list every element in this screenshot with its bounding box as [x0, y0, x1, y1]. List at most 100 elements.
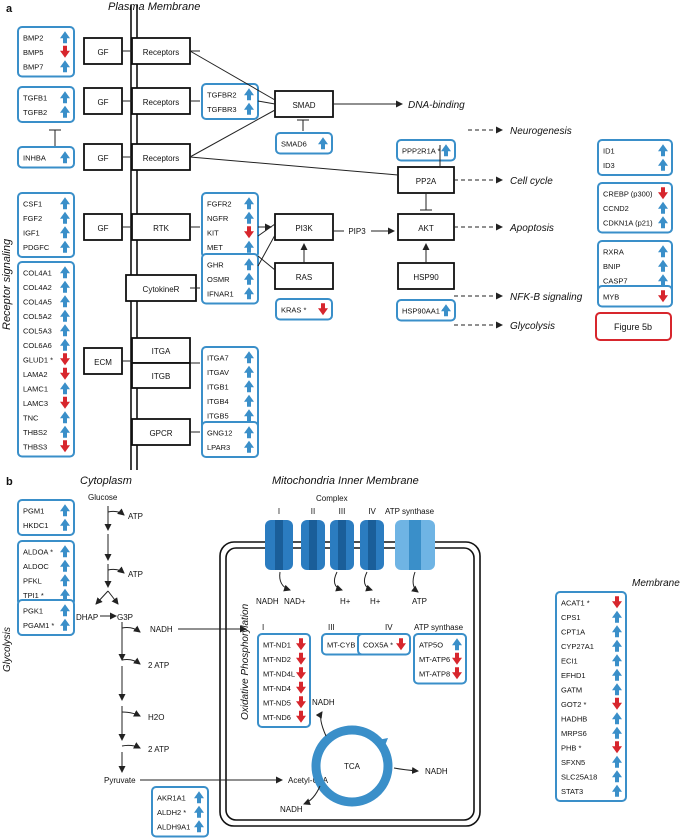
up-arrow-icon [612, 610, 622, 623]
smad-box: SMAD [274, 90, 334, 118]
up-arrow-icon [612, 784, 622, 797]
up-arrow-icon [244, 258, 254, 271]
gene-entry: INHBA [23, 151, 70, 164]
gene-name: GLUD1 * [23, 355, 53, 364]
down-arrow-icon [612, 741, 622, 754]
membrane-title: Membrane [632, 578, 680, 589]
complex-numeral-2: II [311, 507, 315, 516]
gene-entry: GOT2 * [561, 697, 622, 710]
ras-box: RAS [274, 262, 334, 290]
pp2a-box: PP2A [397, 166, 455, 194]
svg-text:ITGA: ITGA [152, 347, 171, 356]
up-arrow-icon [60, 382, 70, 395]
gene-name: BMP5 [23, 48, 43, 57]
atp-label-1: ATP [128, 512, 143, 521]
group-label-iii: III [328, 623, 335, 632]
gene-entry: MT-ND2 [263, 652, 306, 665]
up-arrow-icon [612, 668, 622, 681]
up-arrow-icon [244, 272, 254, 285]
panel-b-label: b [6, 476, 13, 488]
up-arrow-icon [60, 151, 70, 164]
gene-name: FGFR2 [207, 199, 232, 208]
up-arrow-icon [60, 411, 70, 424]
gene-entry: KIT [207, 226, 254, 239]
gene-name: CPS1 [561, 613, 581, 622]
gene-name: GNG12 [207, 428, 232, 437]
gene-name: LPAR3 [207, 443, 230, 452]
complex-numeral-4: IV [368, 507, 376, 516]
svg-text:ITGB: ITGB [152, 372, 171, 381]
gene-name: PGM1 [23, 506, 44, 515]
gene-name: CCND2 [603, 204, 629, 213]
up-arrow-icon [244, 287, 254, 300]
down-arrow-icon [296, 681, 306, 694]
gene-name: MT-ND6 [263, 713, 291, 722]
gene-name: CPT1A [561, 627, 585, 636]
nadh-tca-label-2: NADH [425, 767, 448, 776]
gene-entry: FGF2 [23, 211, 70, 224]
gene-name: PGAM1 * [23, 621, 54, 630]
gene-entry: TNC [23, 411, 70, 424]
svg-text:PP2A: PP2A [416, 177, 437, 186]
down-arrow-icon [318, 303, 328, 316]
gene-entry: MT-ATP8 [419, 667, 462, 680]
gene-name: ITGB4 [207, 397, 229, 406]
gene-name: PGK1 [23, 606, 43, 615]
up-arrow-icon [612, 712, 622, 725]
gene-entry: PFKL [23, 574, 70, 587]
down-arrow-icon [60, 353, 70, 366]
gene-entry: THBS3 [23, 440, 70, 453]
up-arrow-icon [194, 820, 204, 833]
up-arrow-icon [244, 440, 254, 453]
connectors-a [49, 50, 503, 433]
gene-name: ITGB5 [207, 411, 229, 420]
gene-name: COL5A3 [23, 326, 52, 335]
nadh-tca-label-3: NADH [280, 805, 303, 814]
gene-entry: AKR1A1 [157, 791, 204, 804]
gene-name: ID1 [603, 146, 615, 155]
up-arrow-icon [318, 137, 328, 150]
gene-entry: CPS1 [561, 610, 622, 623]
up-arrow-icon [60, 31, 70, 44]
gene-entry: MYB [603, 290, 668, 303]
akt-box: AKT [397, 213, 455, 241]
up-arrow-icon [60, 425, 70, 438]
gene-name: EFHD1 [561, 671, 586, 680]
gene-name: IFNAR1 [207, 289, 234, 298]
gene-entry: MT-ND4L [263, 667, 306, 680]
gene-entry: MT-ND1 [263, 638, 306, 651]
h-plus-label-2: H+ [370, 597, 381, 606]
gene-entry: COL4A1 [23, 266, 70, 279]
up-arrow-icon [658, 274, 668, 287]
gene-name: HADHB [561, 714, 587, 723]
svg-text:Receptors: Receptors [143, 98, 179, 107]
gene-name: TGFB1 [23, 93, 47, 102]
svg-text:Figure 5b: Figure 5b [614, 322, 652, 332]
gene-entry: OSMR [207, 272, 254, 285]
gpcr-box: GPCR [131, 418, 191, 446]
gene-name: PFKL [23, 576, 42, 585]
gene-entry: LAMC1 [23, 382, 70, 395]
complex-products [279, 571, 419, 593]
gf-box-2: GF [83, 87, 123, 115]
up-arrow-icon [60, 604, 70, 617]
tca-label: TCA [344, 762, 361, 771]
svg-text:AKT: AKT [418, 224, 434, 233]
up-arrow-icon [658, 245, 668, 258]
gene-name: MET [207, 243, 223, 252]
gene-entry: MT-ND5 [263, 696, 306, 709]
gene-entry: IGF1 [23, 226, 70, 239]
up-arrow-icon [194, 791, 204, 804]
gene-name: ACAT1 * [561, 598, 590, 607]
gene-entry: EFHD1 [561, 668, 622, 681]
panel-a-gene-group: COL4A1COL4A2COL4A5COL5A2COL5A3COL6A6GLUD… [17, 261, 75, 458]
gene-name: GOT2 * [561, 700, 587, 709]
gene-name: MT-ND2 [263, 655, 291, 664]
gene-entry: TPI1 * [23, 588, 70, 601]
gf-box-1: GF [83, 37, 123, 65]
